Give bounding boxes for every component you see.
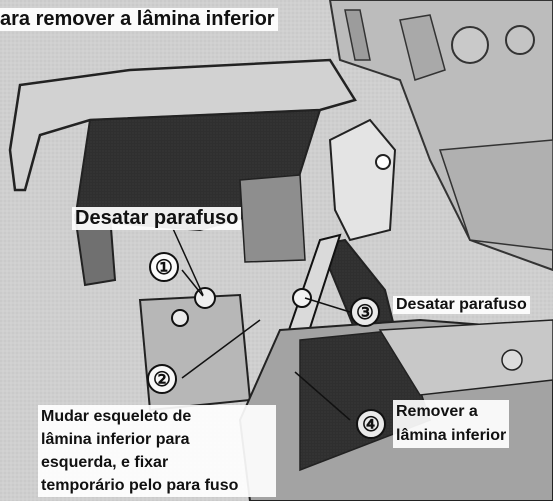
step-2-number: ② bbox=[147, 364, 177, 394]
step-2-note-line-4: temporário pelo para fuso bbox=[41, 477, 239, 494]
step-3-label: Desatar parafuso bbox=[393, 296, 530, 314]
step-4-label-line-2: lâmina inferior bbox=[396, 427, 507, 444]
step-2-note-line-1: Mudar esqueleto de bbox=[41, 408, 192, 425]
step-4-label: Remover a lâmina inferior bbox=[393, 400, 510, 448]
instruction-title: ara remover a lâmina inferior bbox=[0, 8, 278, 31]
step-2-note: Mudar esqueleto de lâmina inferior para … bbox=[38, 405, 276, 497]
step-4-number: ④ bbox=[356, 409, 386, 439]
step-1-number: ① bbox=[149, 252, 179, 282]
step-4-label-line-1: Remover a bbox=[396, 403, 478, 420]
step-2-note-line-3: esquerda, e fixar bbox=[41, 454, 169, 471]
step-2-note-line-2: lâmina inferior para bbox=[41, 431, 190, 448]
step-1-label: Desatar parafuso bbox=[72, 207, 242, 230]
step-3-number: ③ bbox=[350, 297, 380, 327]
